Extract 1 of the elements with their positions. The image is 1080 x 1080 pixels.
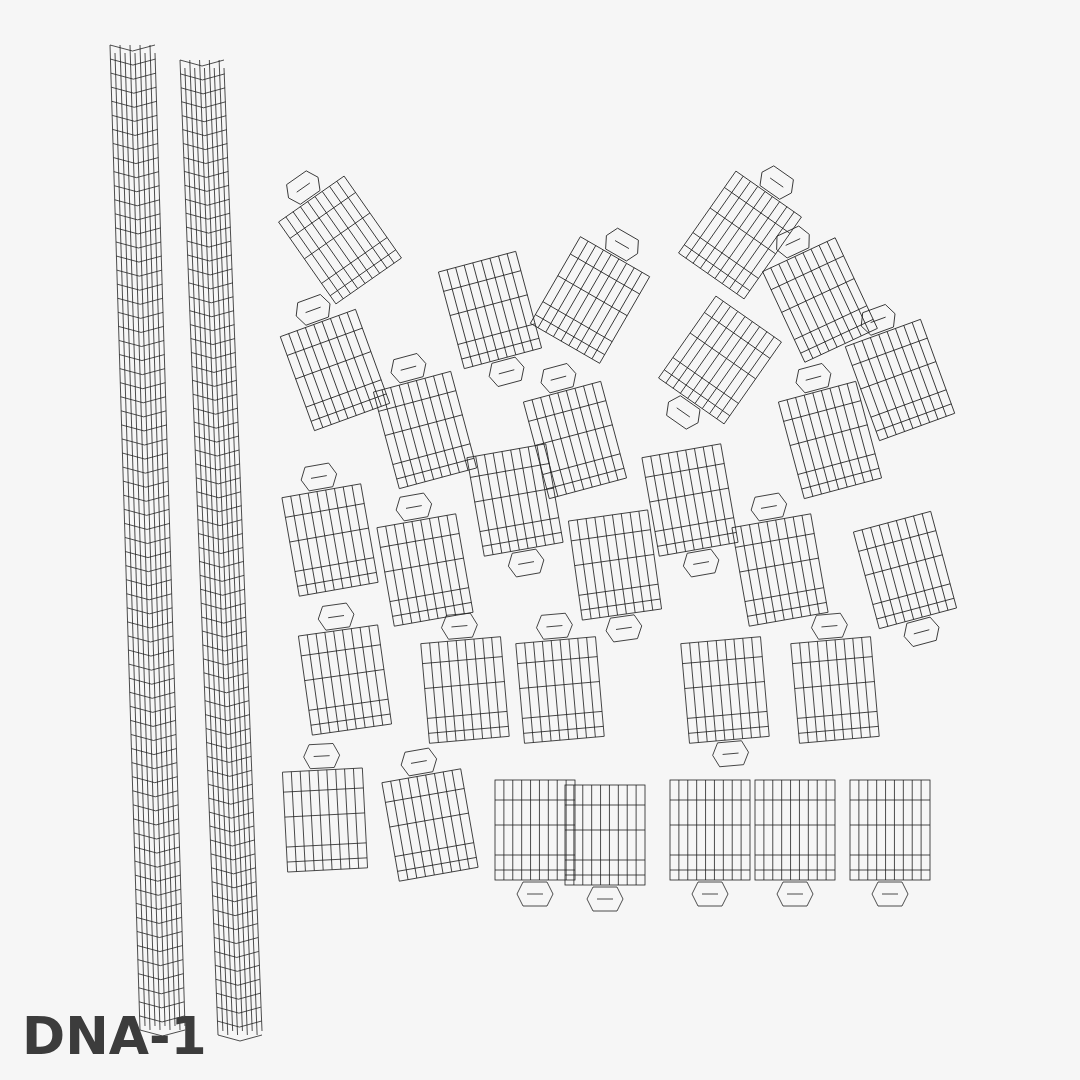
title: DNA-1 bbox=[22, 1010, 207, 1062]
